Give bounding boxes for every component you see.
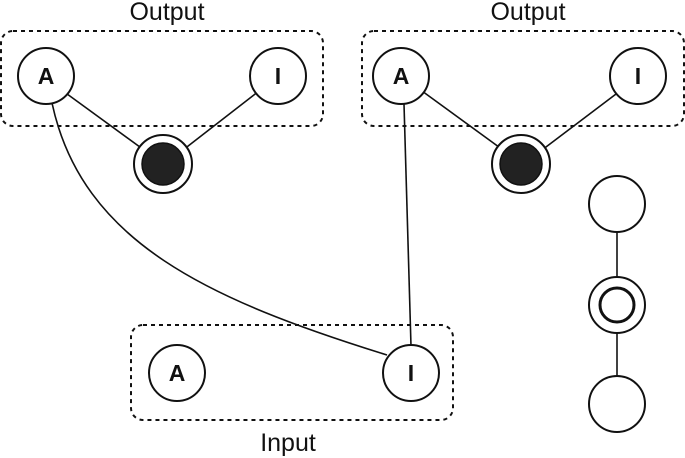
legend-node-middle: [588, 276, 646, 334]
output-right-node-a-label: A: [393, 63, 410, 89]
edge-right-i-to-hidden: [541, 90, 621, 151]
legend-node-top: [588, 175, 646, 233]
output-left-group-box: [0, 30, 324, 127]
edge-right-a-to-hidden: [421, 90, 504, 151]
edge-right-a-to-input-i: [403, 103, 412, 347]
output-left-node-a-label: A: [38, 63, 55, 89]
output-left-node-a: [17, 47, 75, 105]
input-group-box: [130, 324, 454, 421]
input-title: Input: [260, 429, 316, 457]
input-node-a: [148, 344, 206, 402]
input-node-i-label: I: [408, 360, 414, 386]
output-right-node-i: [609, 47, 667, 105]
output-left-title: Output: [129, 0, 204, 26]
edge-left-a-to-hidden: [62, 90, 145, 151]
edge-left-a-to-input-i: [51, 102, 388, 356]
output-right-group-box: [361, 30, 685, 127]
output-right-title: Output: [490, 0, 565, 26]
input-node-a-label: A: [169, 360, 186, 386]
input-node-i: [382, 344, 440, 402]
hidden-node-left: [133, 134, 193, 194]
hidden-node-right: [491, 134, 551, 194]
output-right-node-a: [372, 47, 430, 105]
output-left-node-i-label: I: [275, 63, 281, 89]
edge-left-i-to-hidden: [182, 90, 260, 151]
output-right-node-i-label: I: [635, 63, 641, 89]
legend-node-bottom: [588, 375, 646, 433]
output-left-node-i: [249, 47, 307, 105]
